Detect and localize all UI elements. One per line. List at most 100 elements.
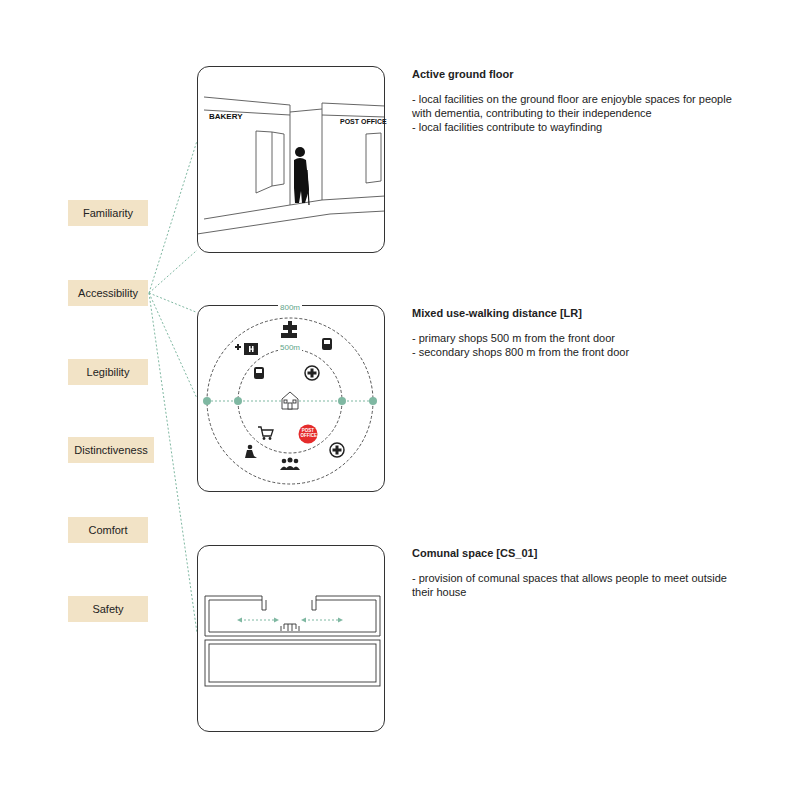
person-silhouette-part bbox=[307, 170, 309, 205]
service-icons-part bbox=[330, 443, 344, 457]
service-icons bbox=[235, 321, 344, 470]
principle-tag: Comfort bbox=[68, 517, 148, 543]
illustration-panel: Mixed use-walking distance [LR]- primary… bbox=[197, 305, 385, 492]
principle-tag: Legibility bbox=[68, 359, 148, 385]
street-scene-part bbox=[197, 211, 385, 234]
illustration-panel: Comunal space [CS_01]- provision of comu… bbox=[197, 545, 385, 732]
badge-text: POST OFFICE bbox=[301, 429, 316, 438]
principle-name: Legibility bbox=[87, 366, 130, 378]
principle-tag: Safety bbox=[68, 596, 148, 622]
service-icons-part bbox=[324, 340, 330, 344]
movement-arrows bbox=[240, 620, 340, 621]
movement-arrows-part bbox=[304, 620, 340, 621]
service-icons-part bbox=[281, 333, 297, 338]
distance-dots-part bbox=[338, 397, 346, 405]
panel-description: Comunal space [CS_01] - provision of comu… bbox=[412, 546, 742, 599]
floor-plan-part bbox=[262, 596, 266, 610]
service-icons-part bbox=[308, 369, 317, 378]
distance-label: 800m bbox=[278, 304, 302, 312]
principle-tag: Accessibility bbox=[68, 280, 148, 306]
movement-arrowheads-part bbox=[274, 618, 279, 623]
principle-name: Comfort bbox=[88, 524, 127, 536]
table-furniture-part bbox=[288, 624, 289, 631]
leader-line bbox=[149, 141, 197, 293]
street-scene-part bbox=[204, 196, 385, 219]
person-silhouette bbox=[294, 147, 309, 205]
bullet-text: - secondary shops 800 m from the front d… bbox=[412, 345, 742, 359]
floor-plan-part bbox=[205, 596, 380, 636]
service-icons-part bbox=[322, 338, 332, 350]
floor-plan-part bbox=[312, 596, 316, 610]
principle-name: Distinctiveness bbox=[74, 444, 147, 456]
service-icons-part bbox=[235, 346, 241, 348]
service-icons-part bbox=[254, 367, 264, 379]
service-icons-part bbox=[288, 458, 293, 463]
service-icons-part bbox=[333, 446, 342, 455]
floor-plan-part bbox=[209, 600, 376, 632]
street-scene-part bbox=[256, 131, 272, 193]
leader-line bbox=[149, 250, 197, 293]
leader-line bbox=[149, 293, 197, 312]
panel-description: Mixed use-walking distance [LR] - primary… bbox=[412, 306, 742, 359]
illustration-panel: Active ground floor- local facilities on… bbox=[197, 66, 385, 253]
distance-dots-part bbox=[234, 397, 242, 405]
movement-arrows-part bbox=[240, 620, 276, 621]
bullet-text: - local facilities contribute to wayfind… bbox=[412, 120, 742, 134]
service-icons-part bbox=[248, 445, 253, 450]
service-icons-part bbox=[282, 459, 287, 464]
street-scene-part bbox=[366, 133, 381, 183]
distance-dots-part bbox=[369, 397, 377, 405]
street-scene-part bbox=[322, 115, 385, 117]
panel-description: Active ground floor - local facilities on… bbox=[412, 67, 742, 134]
principle-name: Accessibility bbox=[78, 287, 138, 299]
street-scene-part bbox=[322, 103, 385, 106]
bullet-text: - primary shops 500 m from the front doo… bbox=[412, 331, 742, 345]
movement-arrowheads-part bbox=[301, 618, 306, 623]
distance-rings bbox=[207, 318, 373, 484]
service-icons-part bbox=[263, 437, 266, 440]
service-icons-part bbox=[244, 343, 258, 355]
service-icons-part bbox=[258, 427, 273, 436]
bullet-text: - local facilities on the ground floor a… bbox=[412, 92, 742, 120]
person-silhouette-part bbox=[295, 147, 305, 157]
house-icon-part bbox=[288, 403, 292, 409]
movement-arrowheads-part bbox=[338, 618, 343, 623]
service-icons-part bbox=[269, 437, 272, 440]
house-icon-part bbox=[284, 400, 287, 403]
distance-label: 500m bbox=[278, 344, 302, 352]
person-silhouette-part bbox=[294, 158, 309, 203]
floor-plan-part bbox=[209, 644, 376, 682]
distance-rings-part bbox=[238, 349, 342, 453]
house-icon bbox=[282, 392, 298, 409]
principle-tag: Distinctiveness bbox=[68, 437, 154, 463]
service-icons-part bbox=[256, 369, 262, 373]
service-icons-part bbox=[292, 467, 300, 471]
street-scene bbox=[197, 97, 385, 234]
principle-name: Familiarity bbox=[83, 207, 133, 219]
shop-sign: BAKERY bbox=[209, 113, 242, 121]
service-icons-part bbox=[249, 349, 254, 350]
floor-plan bbox=[205, 596, 380, 686]
leader-line bbox=[149, 293, 197, 633]
street-scene-part bbox=[322, 103, 323, 200]
principle-tag: Familiarity bbox=[68, 200, 148, 226]
panel-heading: Mixed use-walking distance [LR] bbox=[412, 306, 742, 320]
table-furniture-part bbox=[292, 624, 293, 631]
bullet-text: - provision of comunal spaces that allow… bbox=[412, 571, 742, 599]
post-office-badge-part bbox=[299, 425, 318, 444]
street-scene-part bbox=[272, 132, 284, 186]
panel-heading: Comunal space [CS_01] bbox=[412, 546, 742, 560]
house-icon-part bbox=[282, 392, 298, 409]
service-icons-part bbox=[245, 450, 257, 458]
floor-plan-part bbox=[205, 640, 380, 686]
service-icons-part bbox=[294, 459, 299, 464]
panel-heading: Active ground floor bbox=[412, 67, 742, 81]
principle-name: Safety bbox=[92, 603, 123, 615]
post-office-badge bbox=[299, 425, 318, 444]
distance-rings-part bbox=[207, 318, 373, 484]
table-furniture bbox=[281, 624, 299, 631]
house-icon-part bbox=[293, 400, 296, 403]
